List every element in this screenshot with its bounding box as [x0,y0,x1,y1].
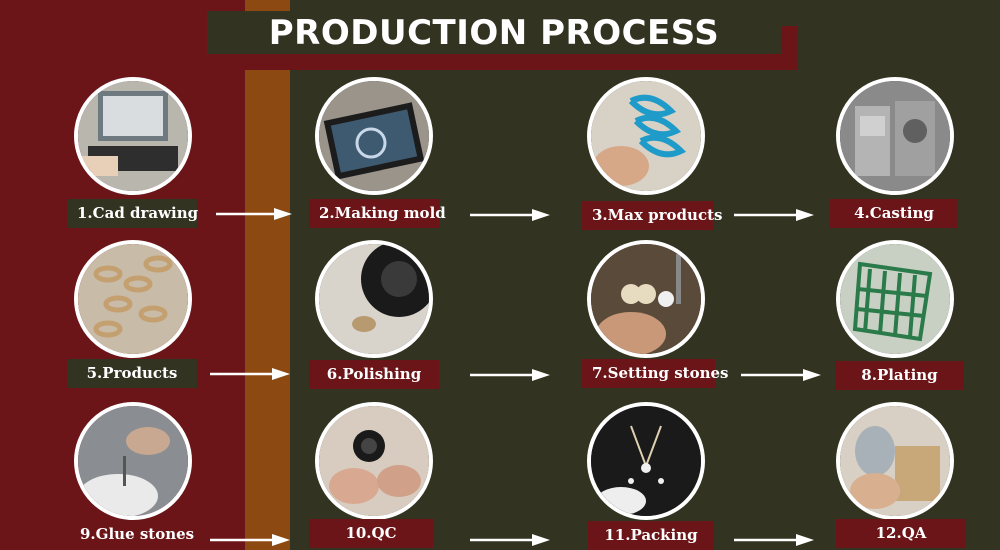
arrow-1-to-2 [216,207,292,221]
step-2-label: 2.Making mold [309,199,446,228]
arrow-10-to-11 [470,533,550,547]
step-8-label: 8.Plating [835,361,964,390]
step-10-photo [315,402,433,520]
step-3-label: 3.Max products [582,201,722,230]
step-2-photo [315,77,433,195]
step-11-photo [587,402,705,520]
step-5-photo [74,240,192,358]
title-banner: PRODUCTION PROCESS [207,11,781,54]
step-6-photo [315,240,433,358]
arrow-3-to-4 [734,208,814,222]
step-8-photo [836,240,954,358]
step-10-label: 10.QC [309,519,433,548]
step-7-label: 7.Setting stones [582,359,728,388]
step-9-label: 9.Glue stones [70,520,196,549]
arrow-6-to-7 [470,368,550,382]
arrow-7-to-8 [741,368,821,382]
arrow-9-to-10 [210,533,290,547]
step-12-photo [836,402,954,520]
arrow-11-to-12 [734,533,814,547]
page-title: PRODUCTION PROCESS [268,12,720,53]
arrow-5-to-6 [210,367,290,381]
step-7-photo [587,240,705,358]
step-1-photo [74,77,192,195]
step-6-label: 6.Polishing [309,360,439,389]
step-5-label: 5.Products [67,359,197,388]
step-4-photo [836,77,954,195]
step-12-label: 12.QA [836,519,966,548]
orange-stripe [245,0,290,550]
step-1-label: 1.Cad drawing [67,199,198,228]
step-11-label: 11.Packing [588,521,714,550]
step-4-label: 4.Casting [830,199,958,228]
step-9-photo [74,402,192,520]
arrow-2-to-3 [470,208,550,222]
step-3-photo [587,77,705,195]
